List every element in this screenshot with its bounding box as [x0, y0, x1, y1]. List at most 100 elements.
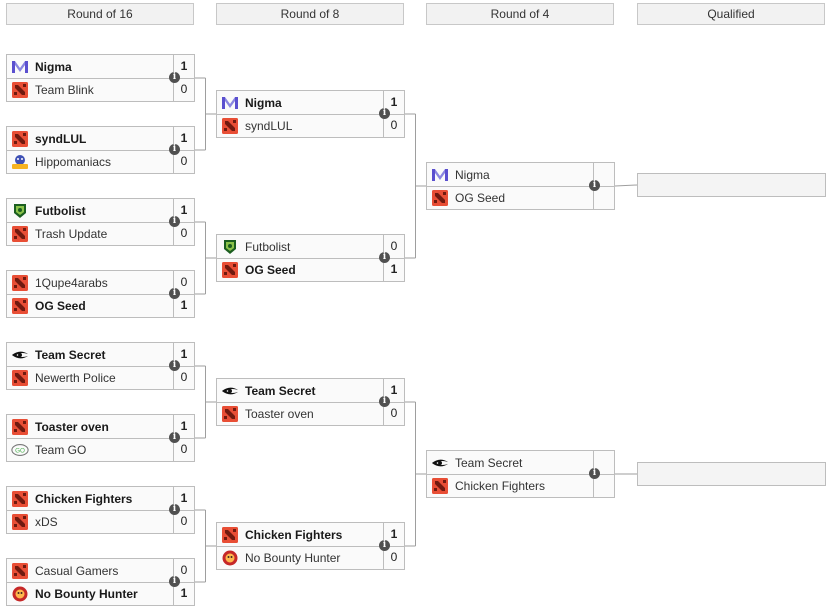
team-score: 1 [383, 379, 404, 402]
nigma-logo-icon [221, 95, 239, 111]
team-score: 1 [173, 487, 194, 510]
team-row[interactable]: Team Secret [427, 451, 614, 475]
team-score [593, 474, 614, 497]
team-name: Team Blink [35, 82, 94, 97]
match-info-icon[interactable]: i [169, 432, 180, 443]
dota-icon [11, 274, 29, 291]
team-score: 0 [173, 366, 194, 389]
team-score: 0 [383, 235, 404, 258]
team-name: Chicken Fighters [455, 478, 546, 493]
team-row[interactable]: Team Secret 1 [217, 379, 404, 403]
match-info-icon[interactable]: i [379, 108, 390, 119]
team-name: No Bounty Hunter [35, 586, 138, 601]
team-name: Team Secret [455, 455, 523, 470]
team-score: 0 [173, 510, 194, 533]
team-name: Nigma [35, 59, 72, 74]
match-info-icon[interactable]: i [169, 360, 180, 371]
team-score: 0 [173, 559, 194, 582]
team-row[interactable]: Trash Update 0 [7, 222, 194, 245]
match-info-icon[interactable]: i [589, 180, 600, 191]
match-info-icon[interactable]: i [379, 396, 390, 407]
round-header: Round of 4 [426, 3, 614, 25]
dota-icon [11, 418, 29, 435]
team-row[interactable]: Casual Gamers 0 [7, 559, 194, 583]
match-info-icon[interactable]: i [169, 72, 180, 83]
team-name: Team GO [35, 442, 87, 457]
match-info-icon[interactable]: i [169, 288, 180, 299]
dota-icon [11, 513, 29, 530]
team-row[interactable]: OG Seed 1 [217, 258, 404, 281]
match-round4-1: Nigma OG Seed [426, 162, 615, 210]
futbolist-logo-icon [221, 239, 239, 255]
qualified-slot [637, 462, 826, 486]
round-header: Round of 8 [216, 3, 404, 25]
match-info-icon[interactable]: i [169, 504, 180, 515]
team-row[interactable]: Chicken Fighters [427, 474, 614, 497]
dota-icon [221, 261, 239, 278]
team-score: 0 [173, 78, 194, 101]
team-score: 1 [383, 523, 404, 546]
match-info-icon[interactable]: i [169, 216, 180, 227]
team-name: Team Secret [245, 383, 316, 398]
team-row[interactable]: Nigma [427, 163, 614, 187]
team-name: Nigma [455, 167, 490, 182]
round-header: Qualified [637, 3, 825, 25]
dota-icon [221, 526, 239, 543]
team-score: 0 [173, 222, 194, 245]
dota-icon [221, 117, 239, 134]
futbolist-logo-icon [11, 203, 29, 219]
team-score: 1 [383, 258, 404, 281]
team-row[interactable]: Futbolist 0 [217, 235, 404, 259]
dota-icon [11, 490, 29, 507]
match-info-icon[interactable]: i [379, 540, 390, 551]
team-name: Trash Update [35, 226, 108, 241]
dota-icon [431, 189, 449, 206]
dota-icon [11, 297, 29, 314]
team-name: Futbolist [245, 239, 291, 254]
no-bounty-hunter-logo-icon [221, 550, 239, 566]
dota-icon [11, 369, 29, 386]
team-score [593, 451, 614, 474]
team-name: OG Seed [245, 262, 296, 277]
team-name: 1Qupe4arabs [35, 275, 108, 290]
team-score: 1 [173, 294, 194, 317]
connector-segment [614, 184, 638, 187]
team-name: Casual Gamers [35, 563, 119, 578]
round-header: Round of 16 [6, 3, 194, 25]
match-info-icon[interactable]: i [169, 576, 180, 587]
team-row[interactable]: Team Blink 0 [7, 78, 194, 101]
match-info-icon[interactable]: i [169, 144, 180, 155]
match-info-icon[interactable]: i [589, 468, 600, 479]
team-row[interactable]: OG Seed [427, 186, 614, 209]
match-info-icon[interactable]: i [379, 252, 390, 263]
match-round8-2: Futbolist 0 OG Seed 1 [216, 234, 405, 282]
